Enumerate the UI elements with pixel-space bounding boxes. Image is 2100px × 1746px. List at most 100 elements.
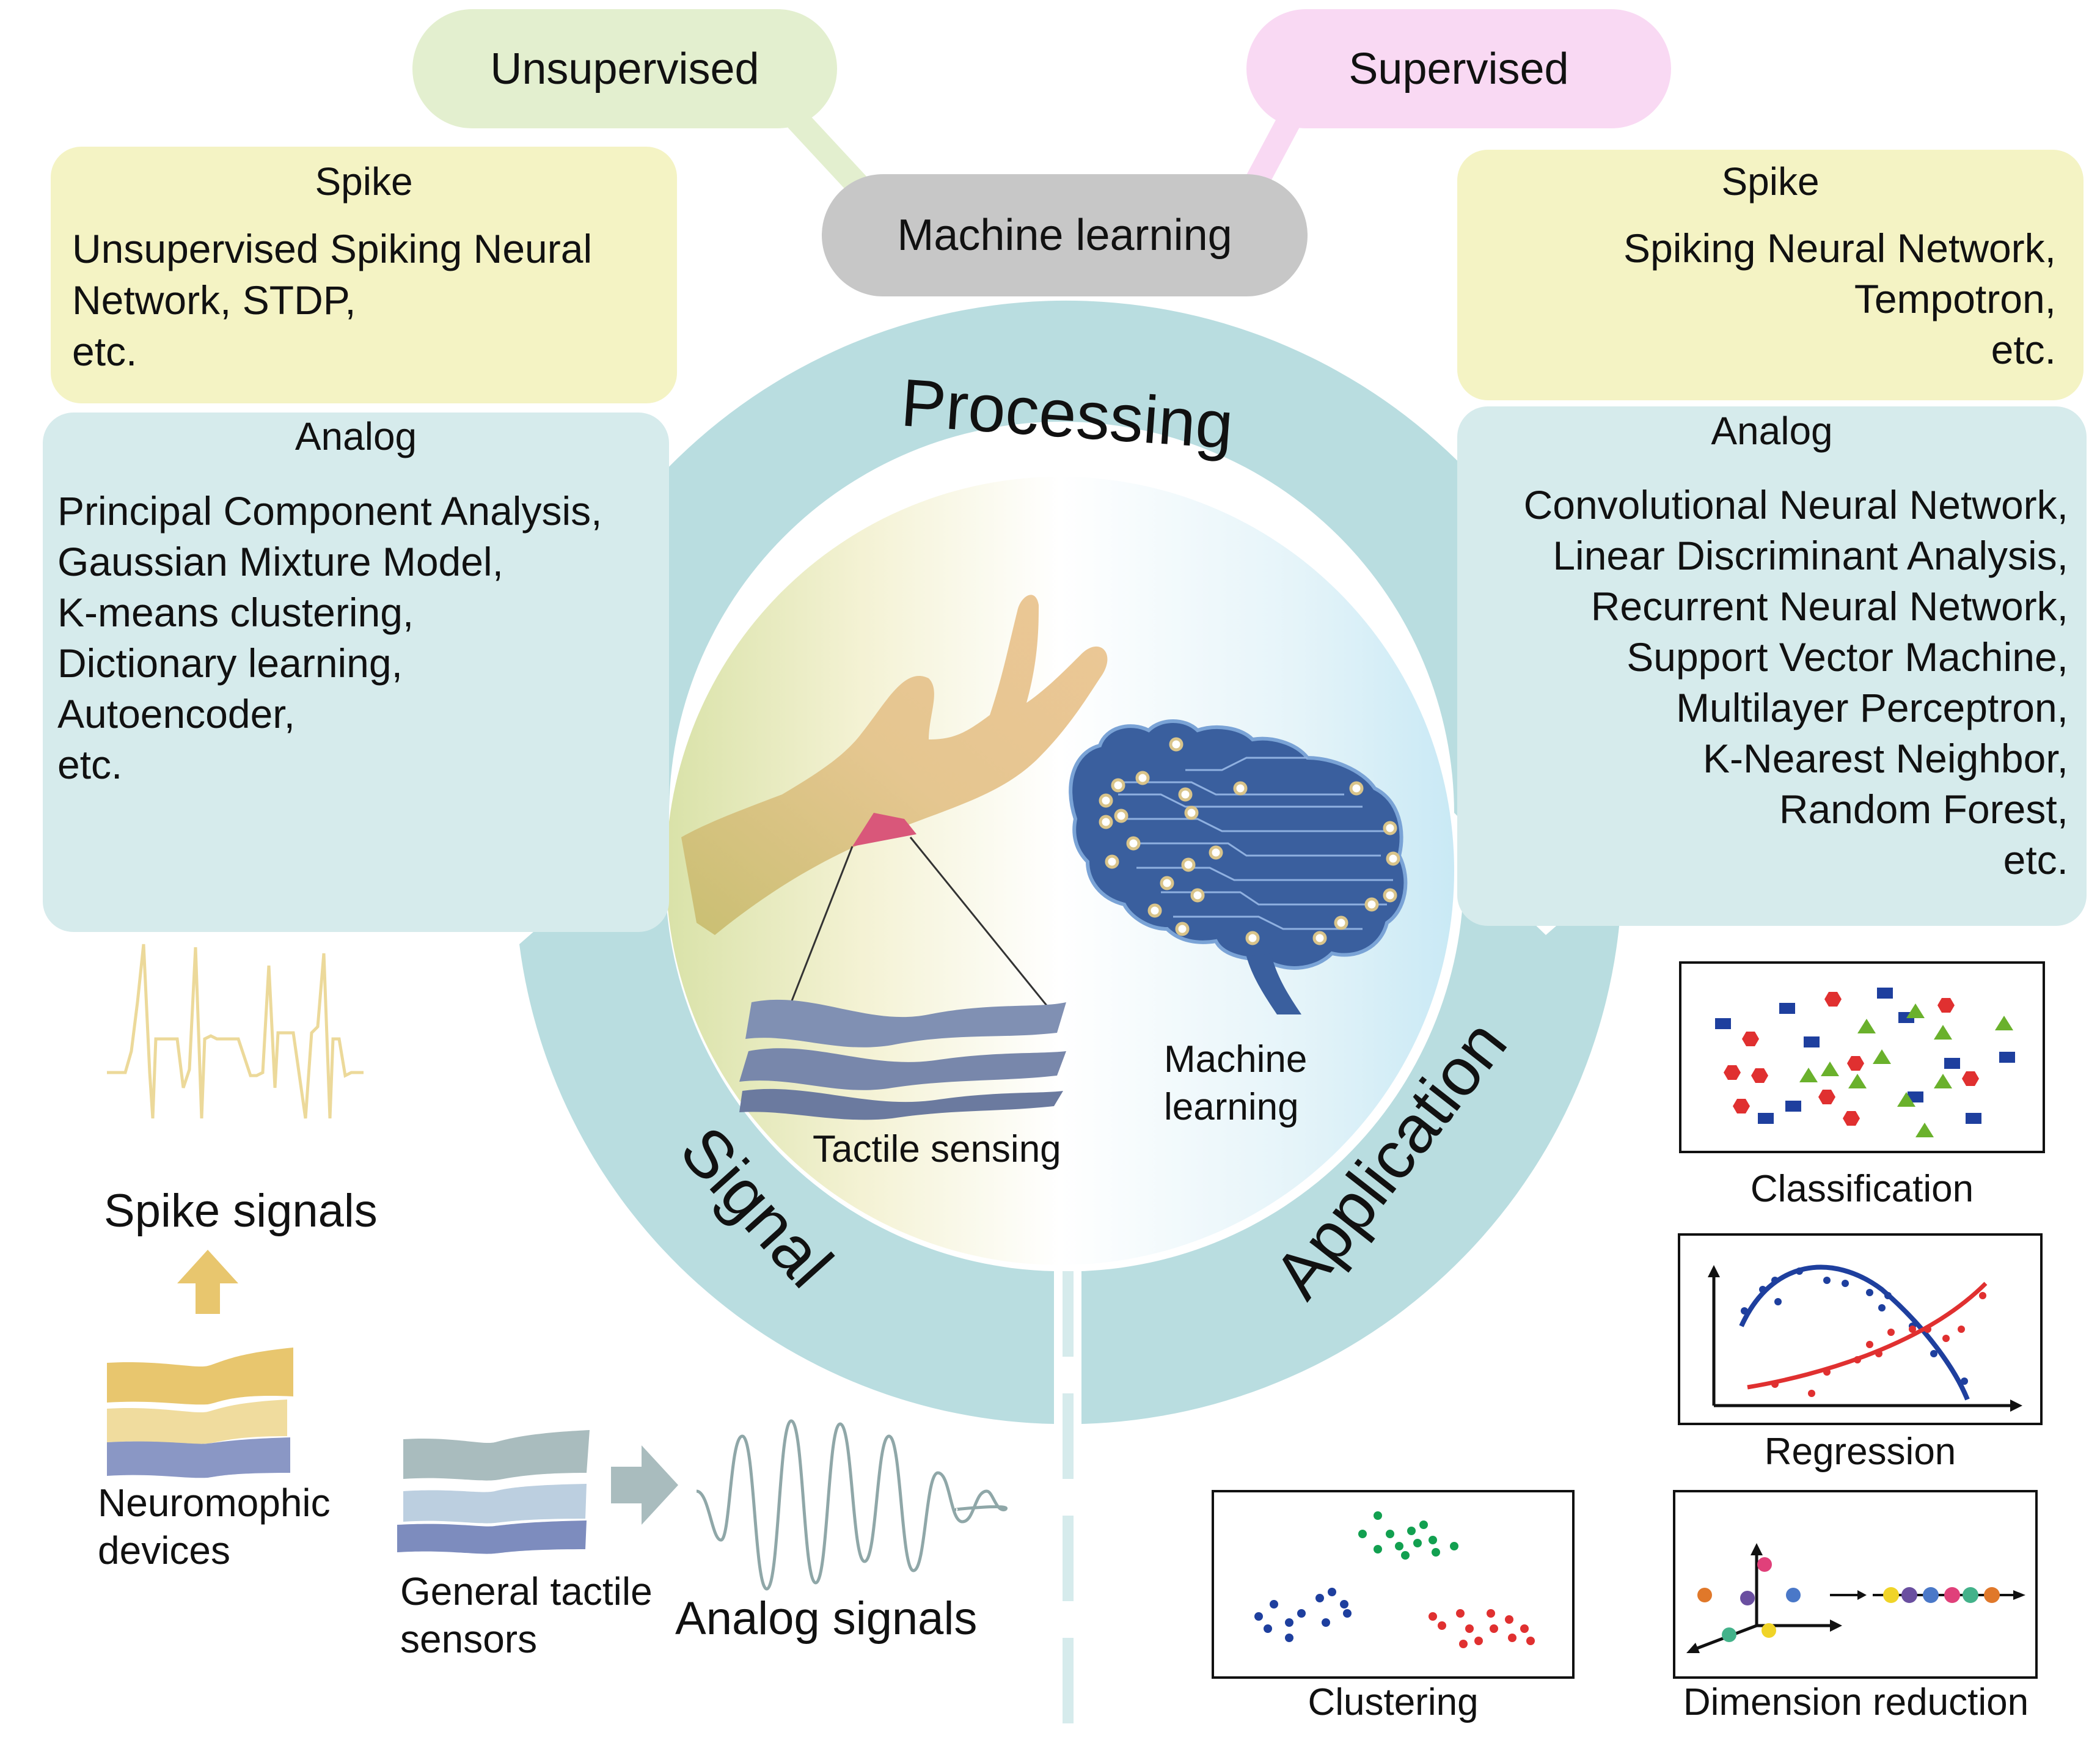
sensor-patch [852, 813, 916, 846]
regression-plot [1678, 1233, 2043, 1425]
processing-ring-segment [508, 300, 1623, 905]
cluster-point [1328, 1588, 1336, 1596]
general-sensors-line: sensors [400, 1617, 538, 1661]
cluster-point [1450, 1542, 1458, 1550]
cluster-point [1413, 1539, 1422, 1547]
right-spike-list: Spiking Neural Network, Tempotron, etc. [1623, 223, 2056, 375]
signal-ring-segment [519, 849, 1054, 1424]
dimension-reduction-plot [1673, 1490, 2038, 1679]
cluster-point [1374, 1545, 1382, 1553]
cluster-point [1429, 1612, 1437, 1621]
regression-point [1866, 1289, 1873, 1296]
regression-point [1878, 1304, 1886, 1311]
cluster-point [1270, 1600, 1278, 1608]
left-spike-title: Spike [315, 160, 413, 204]
regression-point [1771, 1277, 1779, 1284]
class-point [1724, 1065, 1741, 1080]
left-analog-line: etc. [57, 742, 123, 787]
right-analog-box: Analog Convolutional Neural Network, Lin… [1457, 406, 2087, 926]
supervised-label: Supervised [1348, 44, 1569, 94]
right-analog-line: Recurrent Neural Network, [1590, 584, 2068, 629]
cluster-point [1401, 1551, 1410, 1560]
zoom-line-left [790, 846, 854, 1003]
regression-point [1808, 1390, 1815, 1397]
dimension-point [1786, 1588, 1801, 1602]
regression-point [1866, 1341, 1873, 1348]
dimension-reduction-points [1697, 1557, 2000, 1642]
class-point [1915, 1123, 1934, 1137]
regression-point [1942, 1335, 1950, 1342]
regression-point [1823, 1368, 1831, 1376]
class-point [1857, 1019, 1876, 1033]
tactile-sensing-label: Tactile sensing [813, 1128, 1061, 1170]
cluster-point [1474, 1637, 1483, 1645]
class-point [1944, 1058, 1960, 1069]
cluster-point [1297, 1609, 1306, 1618]
cluster-point [1419, 1520, 1428, 1529]
right-spike-title: Spike [1721, 160, 1820, 204]
cluster-point [1315, 1594, 1324, 1602]
regression-point [1961, 1377, 1968, 1385]
regression-point [1774, 1298, 1782, 1305]
clustering-points [1254, 1511, 1535, 1648]
right-analog-line: Convolutional Neural Network, [1523, 482, 2068, 527]
class-point [1758, 1113, 1774, 1124]
cluster-point [1505, 1615, 1513, 1624]
class-point [1934, 1074, 1952, 1088]
dimension-point [1883, 1587, 1899, 1603]
class-point [1804, 1036, 1820, 1047]
class-point [1966, 1113, 1981, 1124]
cluster-point [1395, 1542, 1403, 1550]
left-analog-line: Principal Component Analysis, [57, 488, 602, 534]
dimension-point [1757, 1557, 1772, 1572]
regression-point [1875, 1350, 1882, 1357]
cluster-point [1374, 1511, 1382, 1520]
left-analog-line: K-means clustering, [57, 590, 414, 635]
left-spike-box: Spike Unsupervised Spiking Neural Networ… [51, 147, 677, 403]
class-point [1873, 1049, 1891, 1064]
application-ring-segment [1081, 856, 1622, 1424]
class-point [1937, 998, 1955, 1013]
cluster-point [1285, 1634, 1293, 1642]
machine-learning-caption: Machine learning [1164, 1036, 1307, 1131]
right-arrow-icon [611, 1445, 678, 1525]
dimension-point [1944, 1587, 1960, 1603]
cluster-point [1285, 1618, 1293, 1627]
left-analog-line: Dictionary learning, [57, 640, 403, 686]
neuromophic-line: Neuromophic [98, 1481, 331, 1525]
left-analog-list: Principal Component Analysis, Gaussian M… [57, 486, 602, 790]
right-analog-line: Support Vector Machine, [1626, 634, 2068, 680]
cluster-point [1459, 1640, 1468, 1648]
dimension-point [1901, 1587, 1917, 1603]
machine-learning-pill: Machine learning [822, 174, 1308, 296]
machine-learning-caption-line: Machine [1164, 1038, 1308, 1080]
cluster-point [1386, 1530, 1394, 1538]
analog-signals-label: Analog signals [675, 1593, 978, 1645]
left-analog-box: Analog Principal Component Analysis, Gau… [43, 413, 669, 932]
class-point [1715, 1018, 1731, 1029]
spike-waveform [107, 944, 364, 1119]
regression-point [1958, 1326, 1965, 1333]
dimension-point [1697, 1588, 1712, 1602]
class-point [1742, 1032, 1759, 1046]
regression-point [1930, 1350, 1937, 1357]
dimension-point [1740, 1591, 1755, 1605]
class-point [1733, 1099, 1750, 1113]
class-point [1779, 1003, 1795, 1014]
unsupervised-pill: Unsupervised [412, 9, 837, 128]
cluster-point [1264, 1624, 1272, 1633]
zoom-line-right [909, 837, 1055, 1015]
regression-point [1842, 1280, 1849, 1287]
cluster-point [1526, 1637, 1535, 1645]
left-spike-line: Network, STDP, [72, 277, 356, 323]
class-point [1906, 1003, 1925, 1018]
dimension-point [1923, 1587, 1939, 1603]
left-spike-line: Unsupervised Spiking Neural [72, 226, 593, 271]
classification-label: Classification [1750, 1168, 1974, 1210]
clustering-plot [1212, 1490, 1575, 1679]
analog-waveform [696, 1419, 1008, 1591]
regression-point [1854, 1356, 1861, 1363]
class-point [1934, 1025, 1952, 1040]
left-analog-title: Analog [295, 414, 417, 458]
